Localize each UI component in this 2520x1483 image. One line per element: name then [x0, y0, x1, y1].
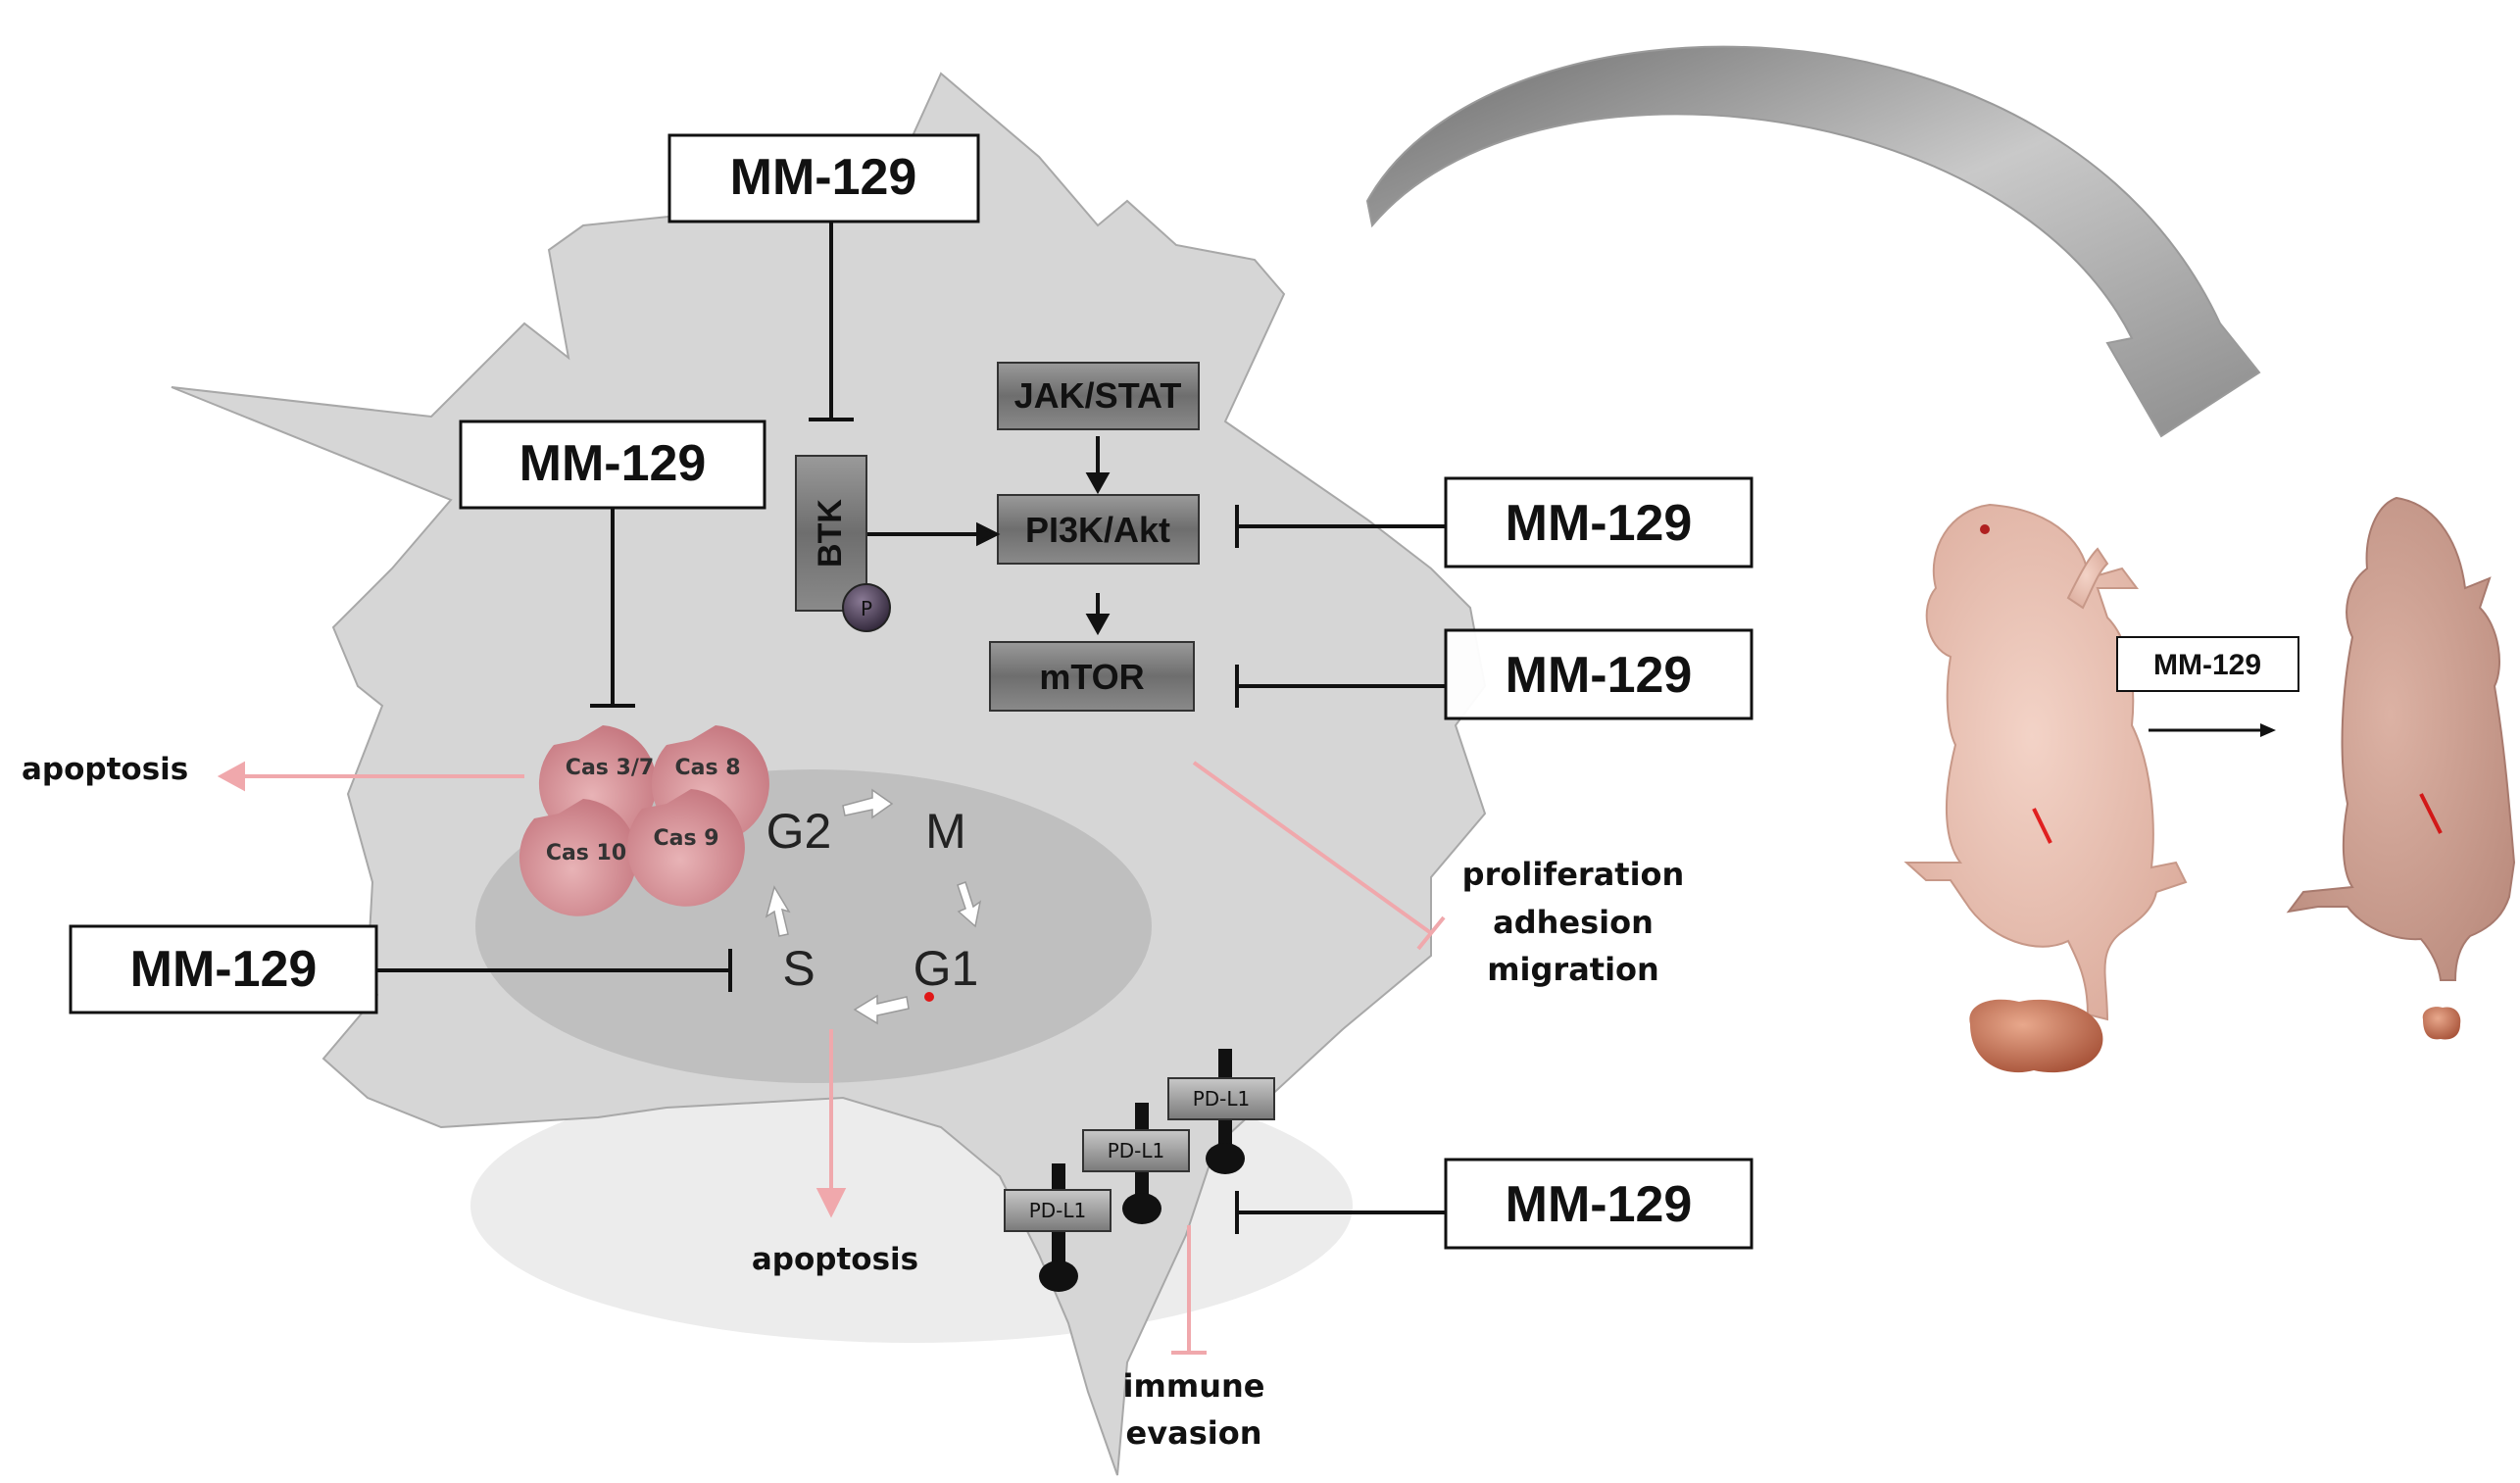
cell-cycle: G2 M G1 S [765, 788, 982, 1025]
mtor-box: mTOR [989, 641, 1195, 712]
apoptosis-label-bottom: apoptosis [752, 1242, 918, 1277]
drug-box-cellcycle: MM-129 [69, 924, 378, 1014]
arrow-m-g1 [957, 881, 982, 928]
treatment-indicator: MM-129 [2116, 636, 2299, 737]
drug-box-top: MM-129 [667, 133, 980, 223]
svg-text:Cas 8: Cas 8 [674, 756, 740, 780]
pathway-arrows [867, 436, 1111, 636]
drug-label: MM-129 [1506, 647, 1693, 704]
arrow-s-g2 [765, 885, 791, 937]
pdl1-receptor: PD-L1 [1167, 1049, 1275, 1174]
btk-box: BTK P [795, 455, 891, 632]
phase-g2: G2 [766, 804, 832, 859]
pi3k-akt-label: PI3K/Akt [1025, 510, 1170, 550]
jak-stat-box: JAK/STAT [997, 362, 1200, 430]
drug-label: MM-129 [1506, 495, 1693, 552]
mouse-body-untreated [1903, 503, 2188, 1021]
pdl1-receptor: PD-L1 [1004, 1163, 1112, 1292]
evasion-label: evasion [1126, 1414, 1262, 1452]
apoptosis-label-left: apoptosis [22, 752, 188, 787]
treatment-arrowhead [2260, 723, 2276, 737]
pdl1-receptors: PD-L1 PD-L1 PD-L1 [1004, 1049, 1275, 1292]
drug-box-mtor: MM-129 [1444, 628, 1754, 720]
phospho-label: P [861, 597, 872, 620]
drug-box-pi3k: MM-129 [1444, 476, 1754, 568]
mouse-treated [2286, 496, 2516, 1040]
mouse-eye [1980, 524, 1990, 534]
phase-m: M [925, 804, 966, 859]
drug-label: MM-129 [730, 149, 917, 206]
drug-label: MM-129 [519, 435, 707, 492]
pdl1-receptor: PD-L1 [1082, 1103, 1190, 1224]
phase-s: S [782, 941, 815, 996]
proliferation-label: proliferation [1462, 856, 1685, 893]
mtor-to-proliferation-inhibition [1192, 761, 1433, 935]
tumor-untreated [1969, 999, 2103, 1073]
mouse-forelimb [2066, 547, 2109, 610]
svg-text:PD-L1: PD-L1 [1029, 1199, 1087, 1222]
svg-text:PD-L1: PD-L1 [1193, 1087, 1251, 1111]
migration-label: migration [1487, 951, 1659, 988]
drug-label: MM-129 [130, 941, 318, 998]
mtor-label: mTOR [1039, 657, 1144, 697]
caspase-cluster: Cas 3/7 Cas 8 Cas 10 Cas 9 [519, 725, 769, 916]
caspase-10: Cas 10 [519, 799, 637, 916]
tumor-treated [2422, 1007, 2461, 1040]
drug-label: MM-129 [1506, 1176, 1693, 1233]
pi3k-akt-box: PI3K/Akt [997, 494, 1200, 565]
svg-text:PD-L1: PD-L1 [1108, 1139, 1165, 1162]
tumor-marker [2032, 808, 2052, 844]
mouse-control [1903, 503, 2188, 1073]
drug-box-caspase: MM-129 [459, 420, 766, 510]
outcome-arrows [217, 761, 1446, 1355]
svg-text:Cas 9: Cas 9 [653, 826, 718, 851]
outcome-labels: apoptosis apoptosis proliferation adhesi… [22, 752, 1684, 1452]
tumor-marker-treated [2419, 793, 2443, 834]
curved-arrow-icon [1365, 45, 2261, 438]
g1-marker [924, 992, 934, 1002]
caspase-9: Cas 9 [626, 789, 745, 907]
arrow-g2-m [842, 788, 894, 819]
arrow-g1-s [853, 994, 910, 1025]
immune-label: immune [1123, 1367, 1265, 1405]
mouse-treatment-label: MM-129 [2153, 649, 2261, 681]
btk-label: BTK [812, 499, 849, 568]
cycle-arrows [765, 788, 982, 1025]
mouse-body-treated [2286, 496, 2516, 981]
inhibition-lines [376, 222, 1446, 1234]
svg-text:Cas 3/7: Cas 3/7 [566, 756, 654, 780]
adhesion-label: adhesion [1493, 904, 1654, 941]
jak-stat-label: JAK/STAT [1014, 375, 1182, 416]
phase-g1: G1 [914, 941, 979, 996]
phospho-icon [842, 583, 891, 632]
drug-box-pdl1: MM-129 [1444, 1158, 1754, 1250]
svg-text:Cas 10: Cas 10 [546, 841, 626, 865]
transition-arrow [1365, 45, 2261, 438]
